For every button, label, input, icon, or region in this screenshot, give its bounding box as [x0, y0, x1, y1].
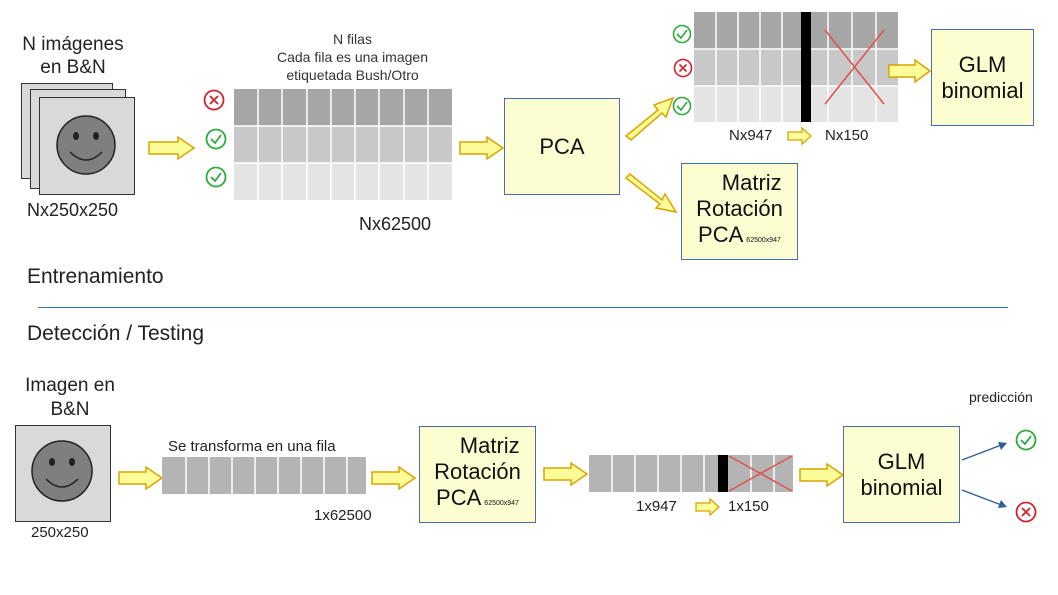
cut-bar	[718, 455, 728, 492]
reduced-dims-left: Nx947	[729, 127, 773, 144]
cross-icon	[1015, 501, 1037, 523]
pca-label: PCA	[539, 133, 585, 159]
test-row-vector	[162, 457, 366, 494]
test-reduced-row	[589, 455, 793, 492]
flow-arrow-3	[888, 58, 932, 84]
glm-box-testing: GLM binomial	[843, 426, 960, 523]
flow-arrow-down	[624, 172, 678, 214]
rotation-label: Matriz Rotación PCA	[434, 432, 521, 510]
cross-icon	[673, 58, 693, 78]
prediction-arrows	[961, 442, 1007, 508]
transform-label: Se transforma en una fila	[168, 438, 336, 455]
test-reduced-dims-right: 1x150	[728, 498, 769, 515]
glm-box-training: GLM binomial	[931, 29, 1034, 126]
image-stack-front	[39, 97, 135, 195]
flow-arrow-up	[624, 96, 675, 141]
test-arrow-3	[543, 461, 589, 487]
testing-image-dims: 250x250	[31, 524, 89, 541]
rotation-sub-label: 62500x947	[484, 499, 519, 507]
testing-image-label: Imagen en B&N	[25, 375, 115, 420]
smiley-face-icon	[31, 440, 93, 502]
test-arrow-2	[371, 465, 417, 491]
check-icon	[205, 128, 227, 150]
cut-bar	[801, 12, 811, 122]
test-arrow-4	[799, 462, 845, 488]
pca-box: PCA	[504, 98, 620, 195]
check-icon	[672, 96, 692, 116]
reduced-dims-right: Nx150	[825, 127, 869, 144]
matrix-dims: Nx62500	[359, 214, 432, 234]
flow-arrow-2	[459, 135, 505, 161]
testing-image	[15, 425, 111, 522]
small-arrow	[695, 497, 720, 517]
section-title-training: Entrenamiento	[27, 265, 164, 288]
rotation-sub-label: 62500x947	[746, 236, 781, 244]
training-images-label: N imágenes en B&N	[22, 34, 124, 78]
row-dims: 1x62500	[314, 507, 372, 524]
flow-arrow-1	[148, 135, 196, 161]
check-icon	[1015, 429, 1037, 451]
cross-icon	[203, 89, 225, 111]
check-icon	[672, 24, 692, 44]
check-icon	[205, 166, 227, 188]
section-divider	[38, 307, 1008, 308]
prediction-label: predicción	[969, 389, 1033, 405]
test-arrow-1	[118, 465, 164, 491]
glm-label: GLM binomial	[941, 51, 1024, 103]
rows-label: N filas Cada fila es una imagen etiqueta…	[277, 31, 428, 83]
small-arrow	[787, 126, 812, 146]
reduced-matrix	[694, 12, 898, 122]
test-reduced-dims-left: 1x947	[636, 498, 677, 515]
smiley-face-icon	[56, 115, 116, 175]
section-title-testing: Detección / Testing	[27, 322, 205, 345]
training-images-dims: Nx250x250	[27, 200, 119, 220]
glm-label: GLM binomial	[860, 448, 943, 500]
data-matrix	[234, 89, 452, 200]
rotation-label: Matriz Rotación PCA	[696, 169, 783, 247]
